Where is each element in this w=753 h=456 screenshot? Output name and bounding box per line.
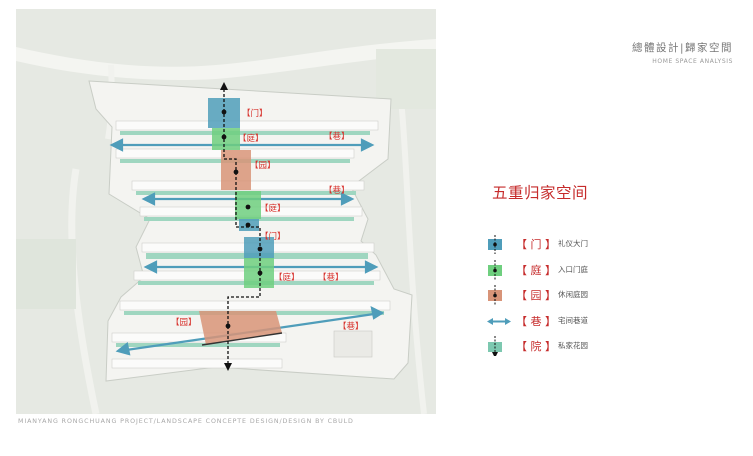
building-row <box>119 300 391 311</box>
legend-desc: 入口门庭 <box>558 264 588 274</box>
building-row <box>115 120 379 131</box>
plan-label-court: 【庭】 <box>274 272 300 283</box>
axis-arrow-head <box>220 82 228 90</box>
legend-item-gate: 【 门 】 礼仪大门 <box>486 234 636 260</box>
brand-header: 總體設計|歸家空間 HOME SPACE ANALYSIS <box>632 40 733 65</box>
court-block <box>212 128 240 150</box>
sports-court <box>333 330 373 358</box>
site-plan-drawing: 【门】 【庭】 【巷】 【园】 【巷】 【庭】 【门】 【庭】 【巷】 【园】 … <box>16 39 436 414</box>
brand-title: 總體設計|歸家空間 <box>631 42 733 54</box>
lane-arrow-icon <box>486 311 514 331</box>
section-heading: 五重归家空间 <box>492 184 589 202</box>
legend-label: 【 门 】 <box>516 238 556 251</box>
garden-block-icon <box>486 285 514 305</box>
road <box>398 98 427 414</box>
plan-label-lane: 【巷】 <box>338 322 364 332</box>
plan-label-garden: 【园】 <box>171 318 197 328</box>
building-row <box>111 358 283 369</box>
plan-label-court: 【庭】 <box>260 203 286 214</box>
legend-item-court: 【 庭 】 入口门庭 <box>486 259 636 286</box>
court-block-icon <box>486 259 514 280</box>
legend-desc: 私家花园 <box>558 341 588 350</box>
axis-nodes <box>221 109 263 329</box>
legend-label: 【 巷 】 <box>516 314 556 328</box>
legend-desc: 礼仪大门 <box>558 239 588 248</box>
gate-block-icon <box>486 234 514 254</box>
legend-item-lane: 【 巷 】 宅间巷道 <box>486 311 636 337</box>
legend-label: 【 园 】 <box>516 289 556 302</box>
legend: 【 门 】 礼仪大门 【 庭 】 入口门庭 【 园 】 休闲庭园 <box>486 234 636 362</box>
plan-label-garden: 【园】 <box>250 161 276 171</box>
axis-arrow-tail <box>224 363 232 371</box>
building-row <box>111 332 287 343</box>
plan-label-court: 【庭】 <box>238 133 264 144</box>
legend-label: 【 庭 】 <box>516 263 556 277</box>
site-plan: 【门】 【庭】 【巷】 【园】 【巷】 【庭】 【门】 【庭】 【巷】 【园】 … <box>16 9 436 414</box>
footer-caption: MIANYANG RONGCHUANG PROJECT/LANDSCAPE CO… <box>18 418 354 425</box>
plan-label-lane: 【巷】 <box>324 132 350 142</box>
plan-label-lane: 【巷】 <box>318 273 344 283</box>
plan-label-lane: 【巷】 <box>324 186 350 196</box>
river <box>16 39 436 81</box>
edge-line <box>201 332 283 346</box>
lane-arrows <box>109 138 385 356</box>
legend-item-garden: 【 园 】 休闲庭园 <box>486 285 636 311</box>
plan-label-gate: 【门】 <box>260 231 286 242</box>
garden-block <box>199 311 282 345</box>
vegetation <box>16 239 76 309</box>
legend-label: 【 院 】 <box>516 340 556 353</box>
private-garden-icon <box>486 336 514 356</box>
brand-subtitle: HOME SPACE ANALYSIS <box>652 58 733 65</box>
legend-desc: 宅间巷道 <box>558 315 588 325</box>
plan-label-gate: 【门】 <box>242 108 268 119</box>
legend-desc: 休闲庭园 <box>558 290 588 299</box>
legend-item-private-garden: 【 院 】 私家花园 <box>486 336 636 362</box>
